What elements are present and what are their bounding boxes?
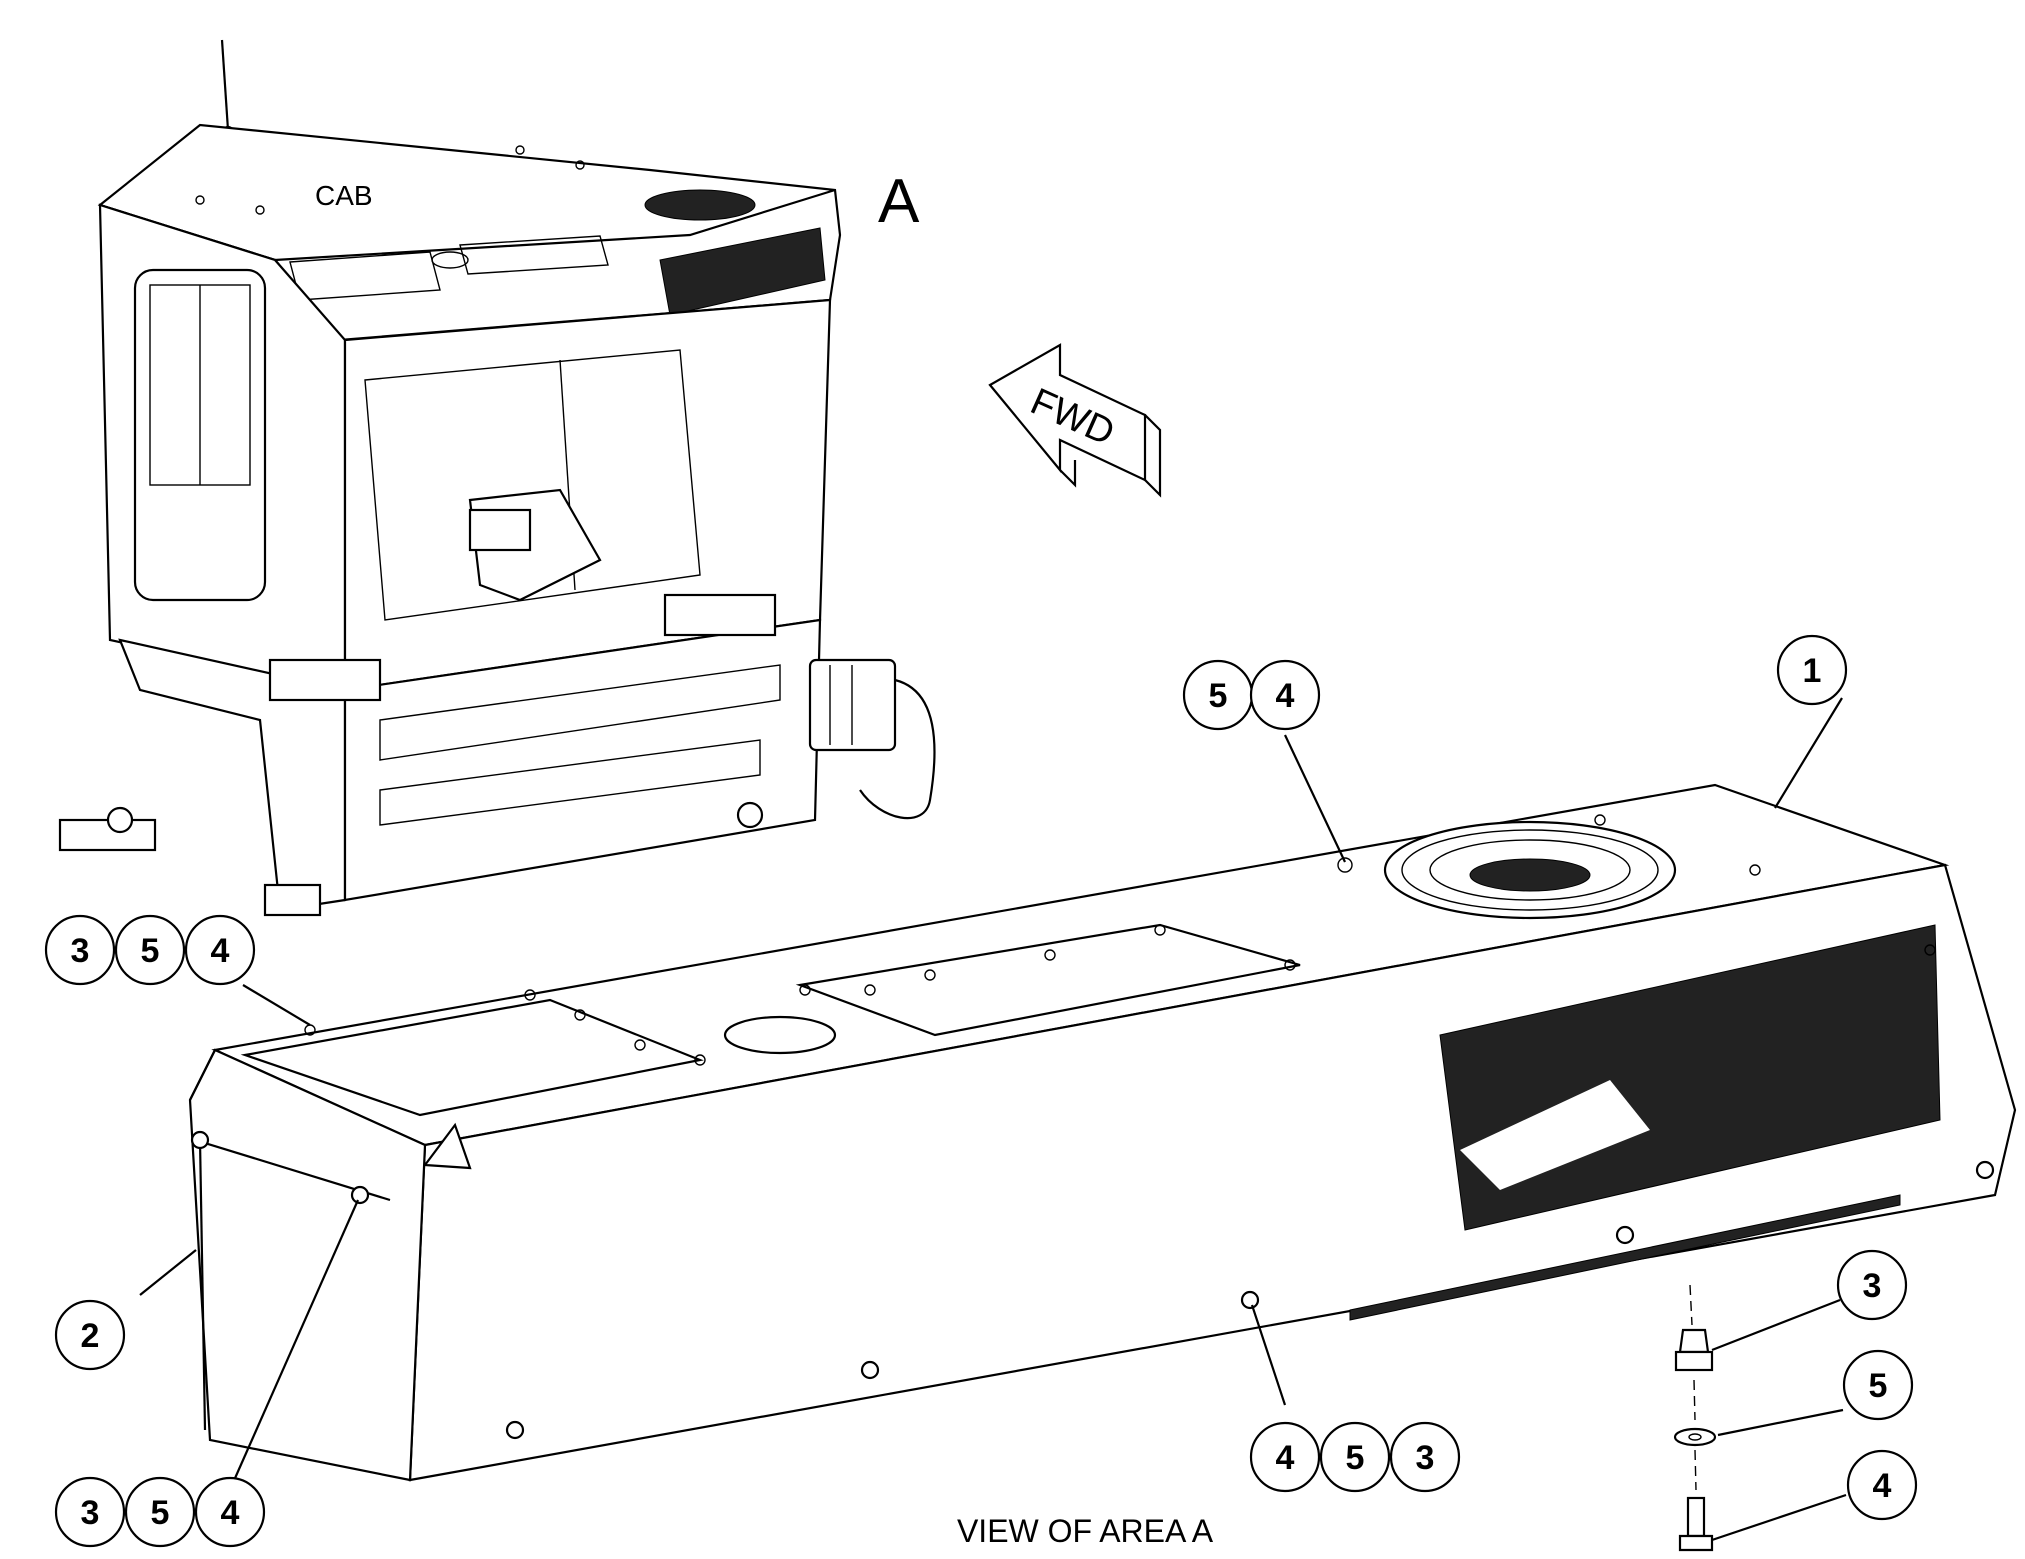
view-caption: VIEW OF AREA A — [957, 1513, 1214, 1549]
svg-text:5: 5 — [1346, 1439, 1365, 1477]
svg-text:4: 4 — [1873, 1467, 1892, 1505]
callout-exploded-4: 4 — [1846, 1449, 1918, 1521]
svg-text:5: 5 — [151, 1494, 170, 1532]
callout-1: 1 — [1776, 634, 1848, 706]
svg-text:4: 4 — [1276, 677, 1295, 715]
svg-text:5: 5 — [1869, 1367, 1888, 1405]
exploded-hardware — [1673, 1284, 1717, 1552]
svg-text:1: 1 — [1803, 652, 1822, 690]
cab-assembly — [58, 39, 936, 917]
svg-text:4: 4 — [211, 932, 230, 970]
svg-text:3: 3 — [81, 1494, 100, 1532]
svg-text:4: 4 — [1276, 1439, 1295, 1477]
svg-text:3: 3 — [71, 932, 90, 970]
area-a-label: A — [878, 167, 920, 236]
callout-exploded-5: 5 — [1842, 1349, 1914, 1421]
callout-2: 2 — [54, 1299, 126, 1371]
forward-arrow-icon: FWD — [988, 343, 1162, 498]
svg-text:5: 5 — [1209, 677, 1228, 715]
svg-text:3: 3 — [1416, 1439, 1435, 1477]
roof-panel-assembly — [188, 783, 2017, 1482]
svg-text:5: 5 — [141, 932, 160, 970]
svg-text:4: 4 — [221, 1494, 240, 1532]
callout-group-left: 3 5 4 — [44, 914, 256, 986]
leader-lines — [139, 697, 1847, 1542]
callout-group-bottom-left: 3 5 4 — [54, 1476, 266, 1548]
svg-text:2: 2 — [81, 1317, 100, 1355]
svg-text:3: 3 — [1863, 1267, 1882, 1305]
fastener-dots — [304, 814, 1936, 1066]
cab-label: CAB — [315, 180, 373, 211]
callout-group-top: 5 4 — [1182, 659, 1321, 731]
callout-exploded-3: 3 — [1836, 1249, 1908, 1321]
callout-group-bottom-middle: 4 5 3 — [1249, 1421, 1461, 1493]
